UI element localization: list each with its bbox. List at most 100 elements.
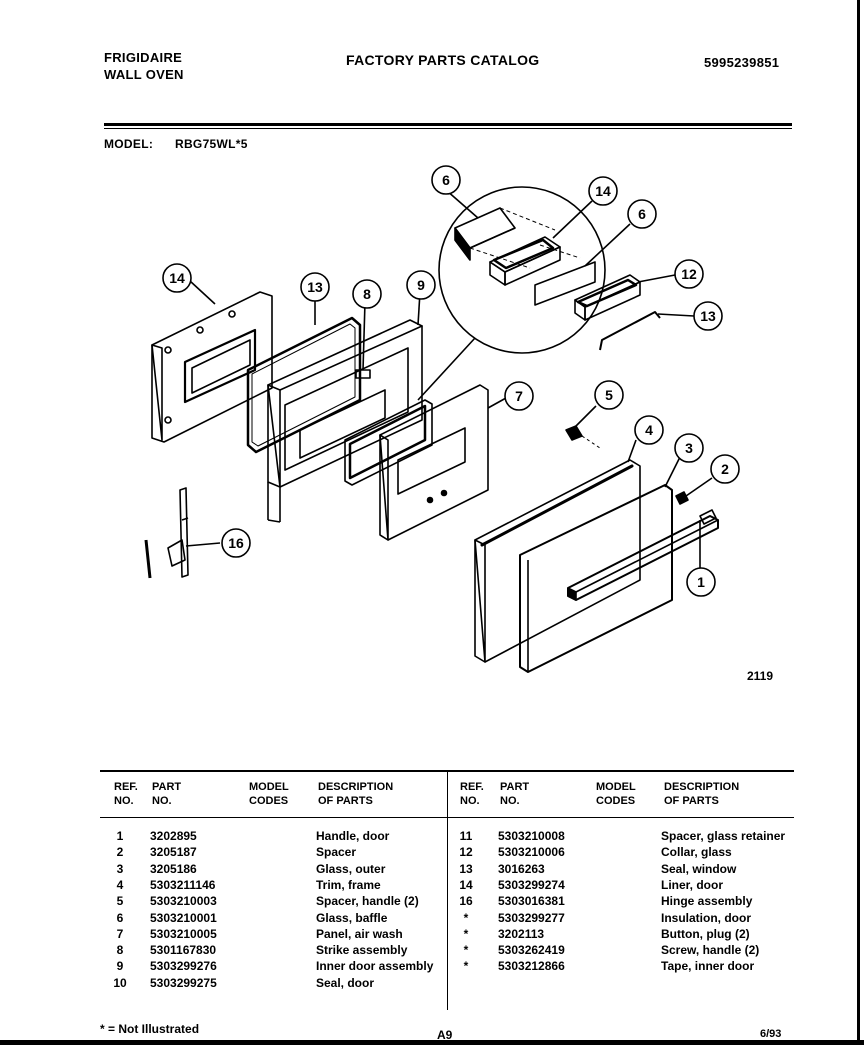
left-row-1-desc: Handle, door <box>316 829 390 843</box>
left-row-1-part: 3202895 <box>150 829 197 843</box>
right-row-5-part: 5303016381 <box>498 894 565 909</box>
drawing-code: 2119 <box>747 669 774 683</box>
right-row-4-desc: Liner, door <box>661 877 724 892</box>
callout-14: 14 <box>169 270 185 286</box>
model-label: MODEL: <box>104 137 154 151</box>
right-row-8-ref: * <box>463 943 469 958</box>
catalog-number: 5995239851 <box>704 55 780 70</box>
left-row-3-part: 3205186 <box>150 861 197 876</box>
right-row-8-part: 5303262419 <box>498 943 565 958</box>
right-row-2-desc: Collar, glass <box>661 845 732 860</box>
callout-circle-8 <box>352 279 382 309</box>
part-3-glass-outer <box>519 484 673 673</box>
right-row-8-desc: Screw, handle (2) <box>661 943 760 958</box>
header-desc-left: DESCRIPTION OF PARTS <box>318 781 394 807</box>
left-row-7-ref: 7 <box>116 926 124 941</box>
callout-circle-7 <box>504 381 534 411</box>
right-row-9-ref: * <box>463 959 469 974</box>
right-row-7-ref: * <box>463 926 469 941</box>
part-6-glass-baffle-upper <box>454 207 516 261</box>
left-row-6-part: 5303210001 <box>150 910 217 925</box>
callout-circle-10 <box>300 272 330 302</box>
callout-3: 3 <box>685 440 693 456</box>
left-row-3-ref: 3 <box>116 861 124 876</box>
callout-12: 12 <box>681 266 697 282</box>
callout-6-upper: 6 <box>442 172 450 188</box>
header-ref-right: REF. NO. <box>460 781 484 807</box>
product-label: WALL OVEN <box>104 67 184 82</box>
brand-label: FRIGIDAIRE <box>104 50 183 65</box>
right-row-6-part: 5303299277 <box>498 910 565 925</box>
part-10-seal-door <box>246 316 362 454</box>
callout-circle-12 <box>674 259 704 289</box>
left-row-4-ref: 4 <box>116 877 124 892</box>
header-ref-left: REF. NO. <box>114 781 138 807</box>
part-6-glass-baffle-lower <box>534 261 596 306</box>
left-row-7-desc: Panel, air wash <box>316 926 403 941</box>
callout-circle-2 <box>710 454 740 484</box>
callout-circle-1 <box>686 567 716 597</box>
right-row-2-part: 5303210006 <box>498 845 565 860</box>
left-row-2-ref: 2 <box>116 845 124 860</box>
part-6-glass-stack <box>344 399 433 486</box>
right-row-1-part: 5303210008 <box>498 829 565 843</box>
callout-circle-13 <box>693 301 723 331</box>
callout-11: 14 <box>595 183 611 199</box>
left-row-10-part: 5303299275 <box>150 975 217 990</box>
left-row-8-part: 5301167830 <box>150 943 217 958</box>
left-row-10-ref: 10 <box>113 975 127 990</box>
left-row-10-desc: Seal, door <box>316 975 375 990</box>
header-part-left: PART NO. <box>152 781 182 807</box>
callout-5: 5 <box>605 387 613 403</box>
right-row-9-part: 5303212866 <box>498 959 565 974</box>
header-part-right: PART NO. <box>500 781 530 807</box>
callout-4: 4 <box>645 422 653 438</box>
right-row-3-ref: 13 <box>459 861 473 876</box>
part-12-collar-glass <box>574 274 641 321</box>
right-row-4-ref: 14 <box>459 877 473 892</box>
callout-10: 13 <box>307 279 323 295</box>
page-number: A9 <box>437 1028 453 1042</box>
left-row-4-desc: Trim, frame <box>316 877 381 892</box>
right-row-3-desc: Seal, window <box>661 861 737 876</box>
callout-1: 1 <box>697 574 705 590</box>
callout-circle-14 <box>162 263 192 293</box>
page-edge-right <box>857 0 860 1045</box>
detail-leader-line <box>417 337 476 401</box>
footnote-not-illustrated: * = Not Illustrated <box>100 1022 200 1036</box>
right-row-7-desc: Button, plug (2) <box>661 926 750 941</box>
revision-date: 6/93 <box>760 1028 782 1040</box>
right-row-5-ref: 16 <box>459 894 473 909</box>
header-rule-thin <box>104 128 792 129</box>
part-13-seal-window <box>599 311 661 351</box>
part-2-spacer <box>675 491 717 525</box>
part-9-inner-door-assembly <box>267 319 423 523</box>
left-row-8-ref: 8 <box>116 943 124 958</box>
header-desc-right: DESCRIPTION OF PARTS <box>664 781 740 807</box>
left-row-6-desc: Glass, baffle <box>316 910 388 925</box>
part-7-panel-air-wash <box>379 384 489 541</box>
part-4-trim-frame <box>474 459 641 663</box>
left-row-5-ref: 5 <box>116 894 124 909</box>
part-16-hinge-assembly <box>144 487 189 579</box>
callout-2: 2 <box>721 461 729 477</box>
part-5-spacer-handle <box>565 425 601 449</box>
page-edge-bottom <box>0 1040 864 1045</box>
callout-circle-6-upper <box>431 165 461 195</box>
header-model-right: MODEL CODES <box>596 781 636 807</box>
callout-8: 8 <box>363 286 371 302</box>
callout-circle-9 <box>406 270 436 300</box>
left-row-6-ref: 6 <box>116 910 124 925</box>
callout-circle-6-lower <box>627 199 657 229</box>
callout-7: 7 <box>515 388 523 404</box>
callout-circle-3 <box>674 433 704 463</box>
left-row-5-desc: Spacer, handle (2) <box>316 894 419 909</box>
callout-13: 13 <box>700 308 716 324</box>
right-row-2-ref: 12 <box>459 845 473 860</box>
left-row-5-part: 5303210003 <box>150 894 217 909</box>
callout-circle-4 <box>634 415 664 445</box>
left-row-4-part: 5303211146 <box>150 877 216 892</box>
right-row-6-ref: * <box>463 910 469 925</box>
right-row-1-desc: Spacer, glass retainer <box>661 829 786 843</box>
